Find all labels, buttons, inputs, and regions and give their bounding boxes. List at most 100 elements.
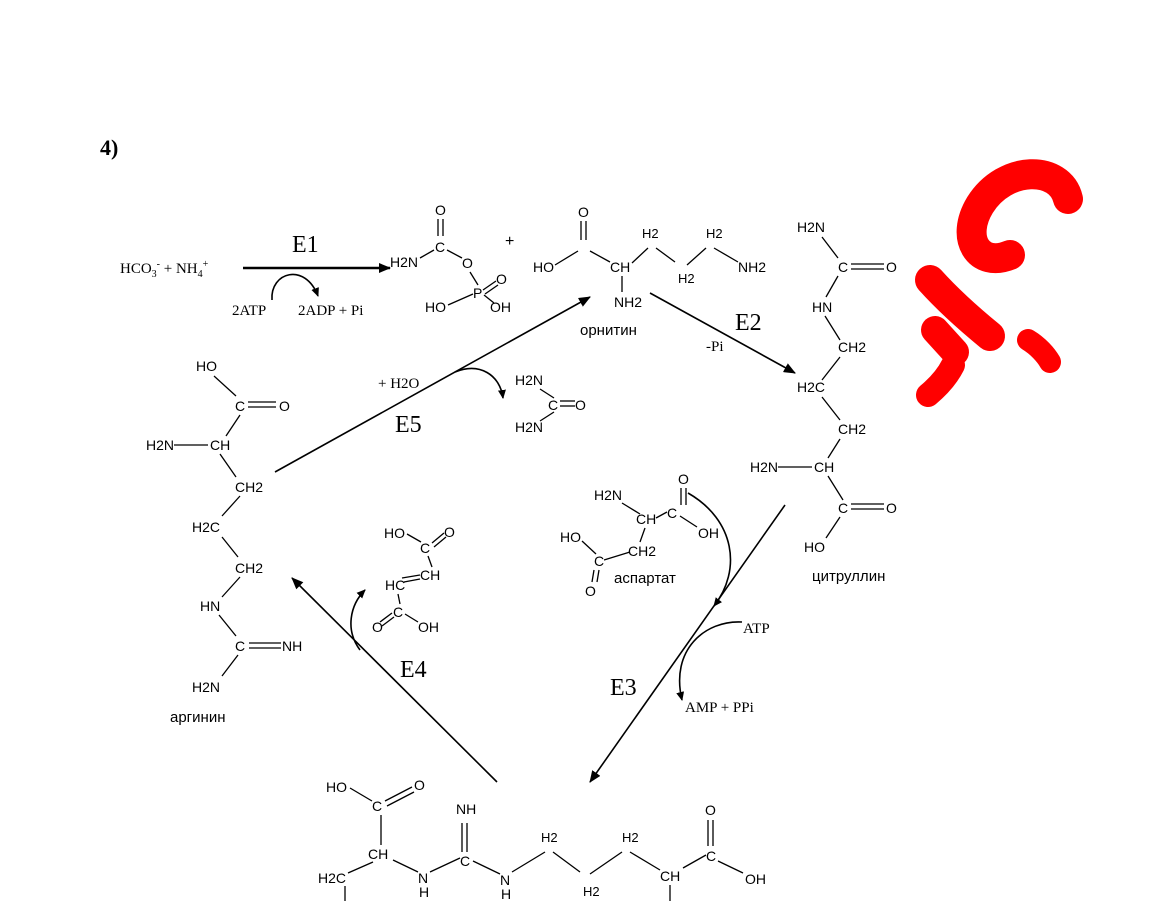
svg-text:H: H [501,886,511,901]
svg-text:CH: CH [610,259,630,275]
enzyme-e4-label: E4 [400,657,427,683]
svg-text:H2N: H2N [146,437,174,453]
svg-text:C: C [838,259,848,275]
svg-text:O: O [705,802,716,818]
svg-text:N: N [418,870,428,886]
svg-text:C: C [393,604,403,620]
citrulline-structure: H2N C O HN CH2 H2C CH2 CH H2N C O HO [750,219,897,555]
compound-name-arginine: аргинин [170,709,225,726]
svg-text:H2: H2 [706,226,723,241]
svg-text:OH: OH [418,619,439,635]
e1-cofactor-out: 2ADP + Pi [298,303,363,319]
ornithine-structure: O HO CH NH2 H2 H2 H2 NH2 [533,204,766,310]
svg-text:H2: H2 [541,830,558,845]
svg-text:C: C [838,500,848,516]
aspartate-structure: O H2N CH C OH CH2 C HO O [560,471,719,599]
svg-text:C: C [706,848,716,864]
svg-text:CH2: CH2 [235,479,263,495]
svg-text:CH: CH [814,459,834,475]
svg-text:O: O [496,271,507,287]
svg-text:HO: HO [804,539,825,555]
svg-text:C: C [420,540,430,556]
svg-text:H2C: H2C [797,379,825,395]
fumarate-structure: HO C O CH HC C O OH [372,524,455,635]
red-watermark-mark [915,159,1083,407]
compound-name-ornithine: орнитин [580,322,637,339]
svg-text:C: C [372,798,382,814]
enzyme-e5-label: E5 [395,412,422,438]
e5-reaction-arrow [274,296,591,473]
svg-text:C: C [435,239,445,255]
svg-text:HN: HN [812,299,832,315]
svg-text:HO: HO [533,259,554,275]
svg-text:C: C [235,638,245,654]
svg-text:O: O [886,259,897,275]
svg-text:O: O [578,204,589,220]
svg-text:HO: HO [326,779,347,795]
svg-text:CH: CH [636,511,656,527]
reactants-bicarbonate-ammonium: HCO3- + NH4+ [120,259,209,280]
panel-label: 4) [100,135,118,160]
svg-text:P: P [473,285,482,301]
arginine-structure: HO C O CH H2N CH2 H2C CH2 HN C NH H2N [146,358,302,695]
svg-text:O: O [414,777,425,793]
svg-text:CH: CH [368,846,388,862]
svg-text:O: O [886,500,897,516]
enzyme-e3-label: E3 [610,675,637,701]
plus-sign: + [505,233,514,250]
svg-text:HN: HN [200,598,220,614]
svg-text:O: O [678,471,689,487]
svg-text:CH2: CH2 [838,339,866,355]
svg-text:CH2: CH2 [838,421,866,437]
e1-cofactor-in: 2ATP [232,303,266,319]
svg-text:H2N: H2N [594,487,622,503]
svg-text:C: C [667,505,677,521]
svg-text:HO: HO [384,525,405,541]
svg-text:CH2: CH2 [628,543,656,559]
compound-name-citrulline: цитруллин [812,568,885,585]
svg-text:O: O [585,583,596,599]
svg-text:CH: CH [420,567,440,583]
e5-water-input: + H2O [378,376,420,392]
svg-text:NH: NH [282,638,302,654]
svg-text:O: O [575,397,586,413]
argininosuccinate-structure: HO C O CH H2C N H C NH N H H2 H2 H2 CH C… [318,777,766,901]
svg-text:HC: HC [385,577,405,593]
svg-text:O: O [462,255,473,271]
svg-text:HO: HO [425,299,446,315]
svg-text:H2: H2 [642,226,659,241]
svg-text:H2: H2 [622,830,639,845]
e2-byproduct: -Pi [706,339,724,355]
svg-text:O: O [435,202,446,218]
svg-text:HO: HO [560,529,581,545]
e4-reaction-arrow [291,577,498,783]
e3-cofactor-in: ATP [743,621,770,637]
svg-text:NH2: NH2 [614,294,642,310]
svg-text:NH: NH [456,801,476,817]
aspartate-entry-curve [687,492,732,607]
compound-name-aspartate: аспартат [614,570,676,587]
svg-text:CH: CH [210,437,230,453]
svg-text:OH: OH [745,871,766,887]
svg-text:N: N [500,872,510,888]
svg-text:O: O [372,619,383,635]
e3-reaction-arrow [589,504,786,783]
e5-urea-curve [454,367,506,399]
e2-reaction-arrow [649,292,796,374]
svg-text:H2: H2 [678,271,695,286]
svg-text:O: O [279,398,290,414]
svg-text:H2C: H2C [192,519,220,535]
svg-text:H2N: H2N [515,372,543,388]
svg-text:H2N: H2N [750,459,778,475]
svg-text:C: C [460,853,470,869]
svg-text:HCO3- + NH4+: HCO3- + NH4+ [120,259,209,280]
svg-text:HO: HO [196,358,217,374]
svg-text:H2: H2 [583,884,600,899]
svg-text:OH: OH [698,525,719,541]
svg-text:C: C [594,553,604,569]
svg-text:H2N: H2N [390,254,418,270]
svg-text:O: O [444,524,455,540]
svg-text:CH: CH [660,868,680,884]
svg-text:H2C: H2C [318,870,346,886]
